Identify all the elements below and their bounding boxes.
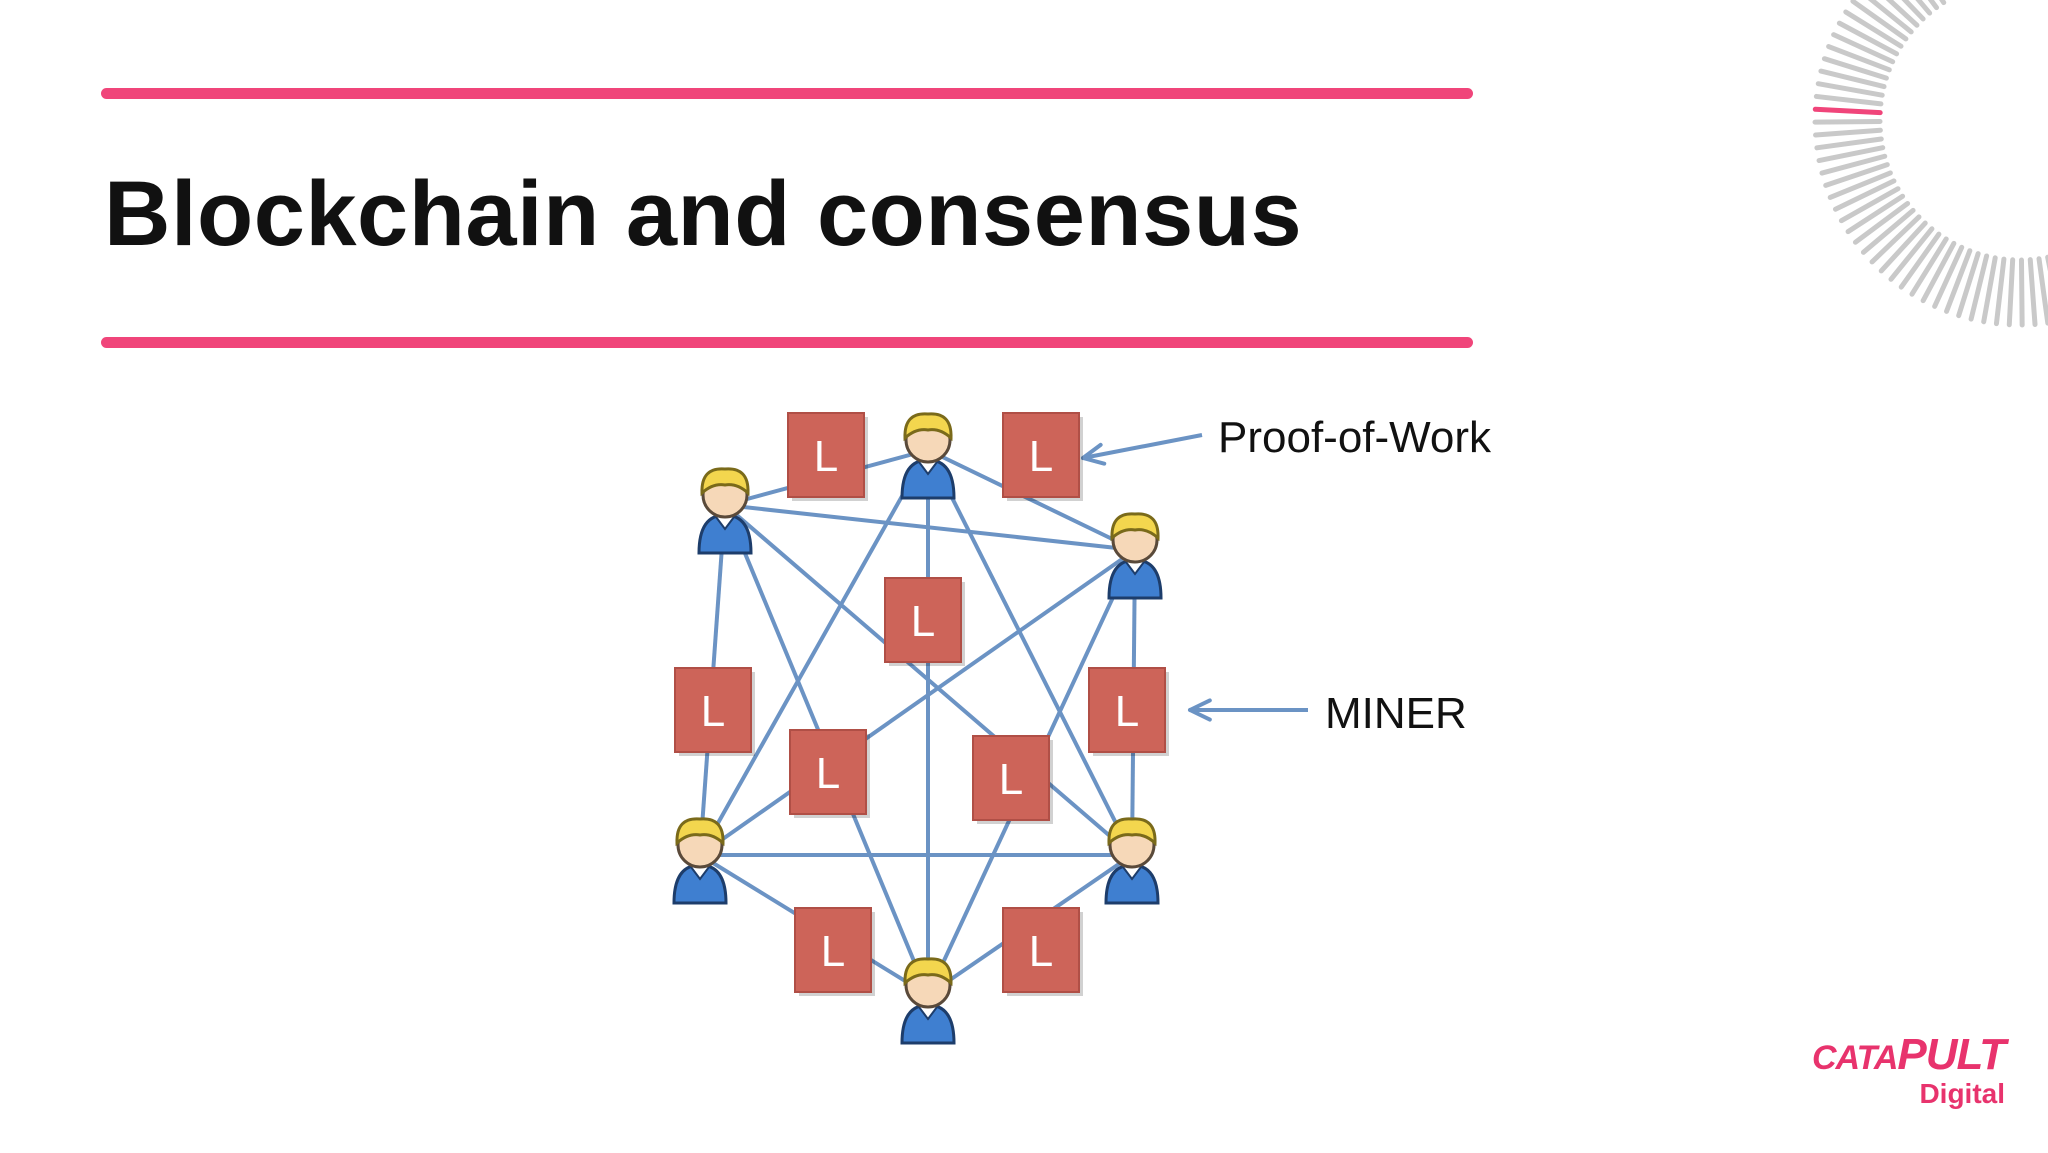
sunburst-ray [1845, 193, 1906, 235]
sunburst-ray [1836, 20, 1900, 57]
proof-of-work-arrow [1081, 433, 1203, 466]
ledger-label: L [821, 927, 845, 976]
title-rule-top [101, 88, 1473, 99]
sunburst-ray [1860, 207, 1916, 255]
sunburst-ray [1867, 0, 1914, 35]
ledger-label: L [816, 749, 840, 798]
ledger-block: L [794, 907, 875, 996]
sunburst-ray [1814, 136, 1884, 151]
sunburst-ray [1831, 32, 1896, 65]
sunburst-ray [1981, 255, 1998, 325]
page-title: Blockchain and consensus [104, 163, 1303, 265]
sunburst-ray [1815, 81, 1885, 98]
ledger-block: L [787, 412, 868, 501]
network-edge [926, 449, 1134, 856]
sunburst-ray [1885, 0, 1920, 28]
sunburst-ray [1909, 236, 1949, 297]
sunburst-ray [1821, 56, 1889, 81]
ledger-block: L [789, 729, 870, 818]
sunburst-ray [1838, 186, 1901, 224]
ledger-block: L [674, 667, 755, 756]
sunburst-ray [2027, 257, 2038, 327]
logo-wordmark-prefix: CATA [1811, 1039, 1898, 1077]
logo-wordmark-suffix: PULT [1897, 1030, 2006, 1079]
network-edge [698, 548, 1137, 857]
sunburst-ray [1898, 231, 1942, 290]
sunburst-ray [1878, 220, 1928, 274]
sunburst-ray [1818, 68, 1887, 90]
sunburst-ray [1819, 153, 1888, 176]
sunburst-ray [1827, 170, 1893, 200]
miner-person-icon [900, 412, 956, 500]
sunburst-ray [1920, 240, 1957, 304]
logo-wordmark: CATAPULT [1811, 1030, 2006, 1080]
sunburst-ray [1850, 0, 1909, 42]
ledger-block: L [1088, 667, 1169, 756]
sunburst-ray [1826, 44, 1892, 73]
sunburst-ray [1944, 248, 1973, 314]
sunburst-ray [1888, 226, 1935, 282]
ledger-label: L [911, 597, 935, 646]
sunburst-ray-accent [1812, 106, 1883, 116]
sunburst-ray [1956, 251, 1981, 319]
sunburst-ray [2018, 257, 2025, 328]
sunburst-ray [1813, 93, 1884, 107]
sunburst-ray [1852, 200, 1911, 245]
ledger-block: L [1002, 412, 1083, 501]
ledger-block: L [972, 735, 1053, 824]
ledger-label: L [814, 432, 838, 481]
sunburst-ray [1993, 256, 2007, 327]
network-edge [927, 448, 1136, 552]
miner-person-icon [1104, 817, 1160, 905]
ledger-block: L [884, 577, 965, 666]
miner-person-icon [900, 957, 956, 1045]
sunburst-ray [1968, 253, 1990, 322]
ledger-label: L [1029, 432, 1053, 481]
annotation-arrows [1081, 433, 1308, 722]
miner-person-icon [697, 467, 753, 555]
proof-of-work-label: Proof-of-Work [1218, 413, 1492, 462]
sunburst-ray [2036, 256, 2048, 326]
miner-person-icon [1107, 512, 1163, 600]
sunburst-ray [1915, 0, 1933, 16]
title-rule-bottom [101, 337, 1473, 348]
sunburst-ray [1843, 9, 1904, 49]
sunburst-ray [2006, 257, 2016, 328]
miner-person-icon [672, 817, 728, 905]
miner-arrow [1188, 698, 1308, 722]
sunburst-ray [1932, 244, 1965, 309]
ledger-label: L [999, 755, 1023, 804]
sunburst-ray [1812, 118, 1883, 125]
sunburst-ray [1813, 127, 1883, 138]
sunburst-ray [1869, 214, 1922, 265]
network-edge [698, 449, 930, 856]
ledger-label: L [701, 687, 725, 736]
ledger-block: L [1002, 907, 1083, 996]
network-edges [698, 448, 1137, 997]
sunburst-ray [1901, 0, 1926, 22]
sunburst-ray [1816, 145, 1886, 164]
sunburst-ray [1832, 178, 1897, 212]
logo-subtitle: Digital [1919, 1078, 2005, 1109]
miner-nodes [672, 412, 1163, 1045]
miner-label: MINER [1325, 689, 1467, 738]
ledger-label: L [1029, 927, 1053, 976]
ledger-label: L [1115, 687, 1139, 736]
sunburst-ray [1823, 162, 1890, 188]
ledger-blocks: L L L L L L L L L [674, 412, 1169, 996]
